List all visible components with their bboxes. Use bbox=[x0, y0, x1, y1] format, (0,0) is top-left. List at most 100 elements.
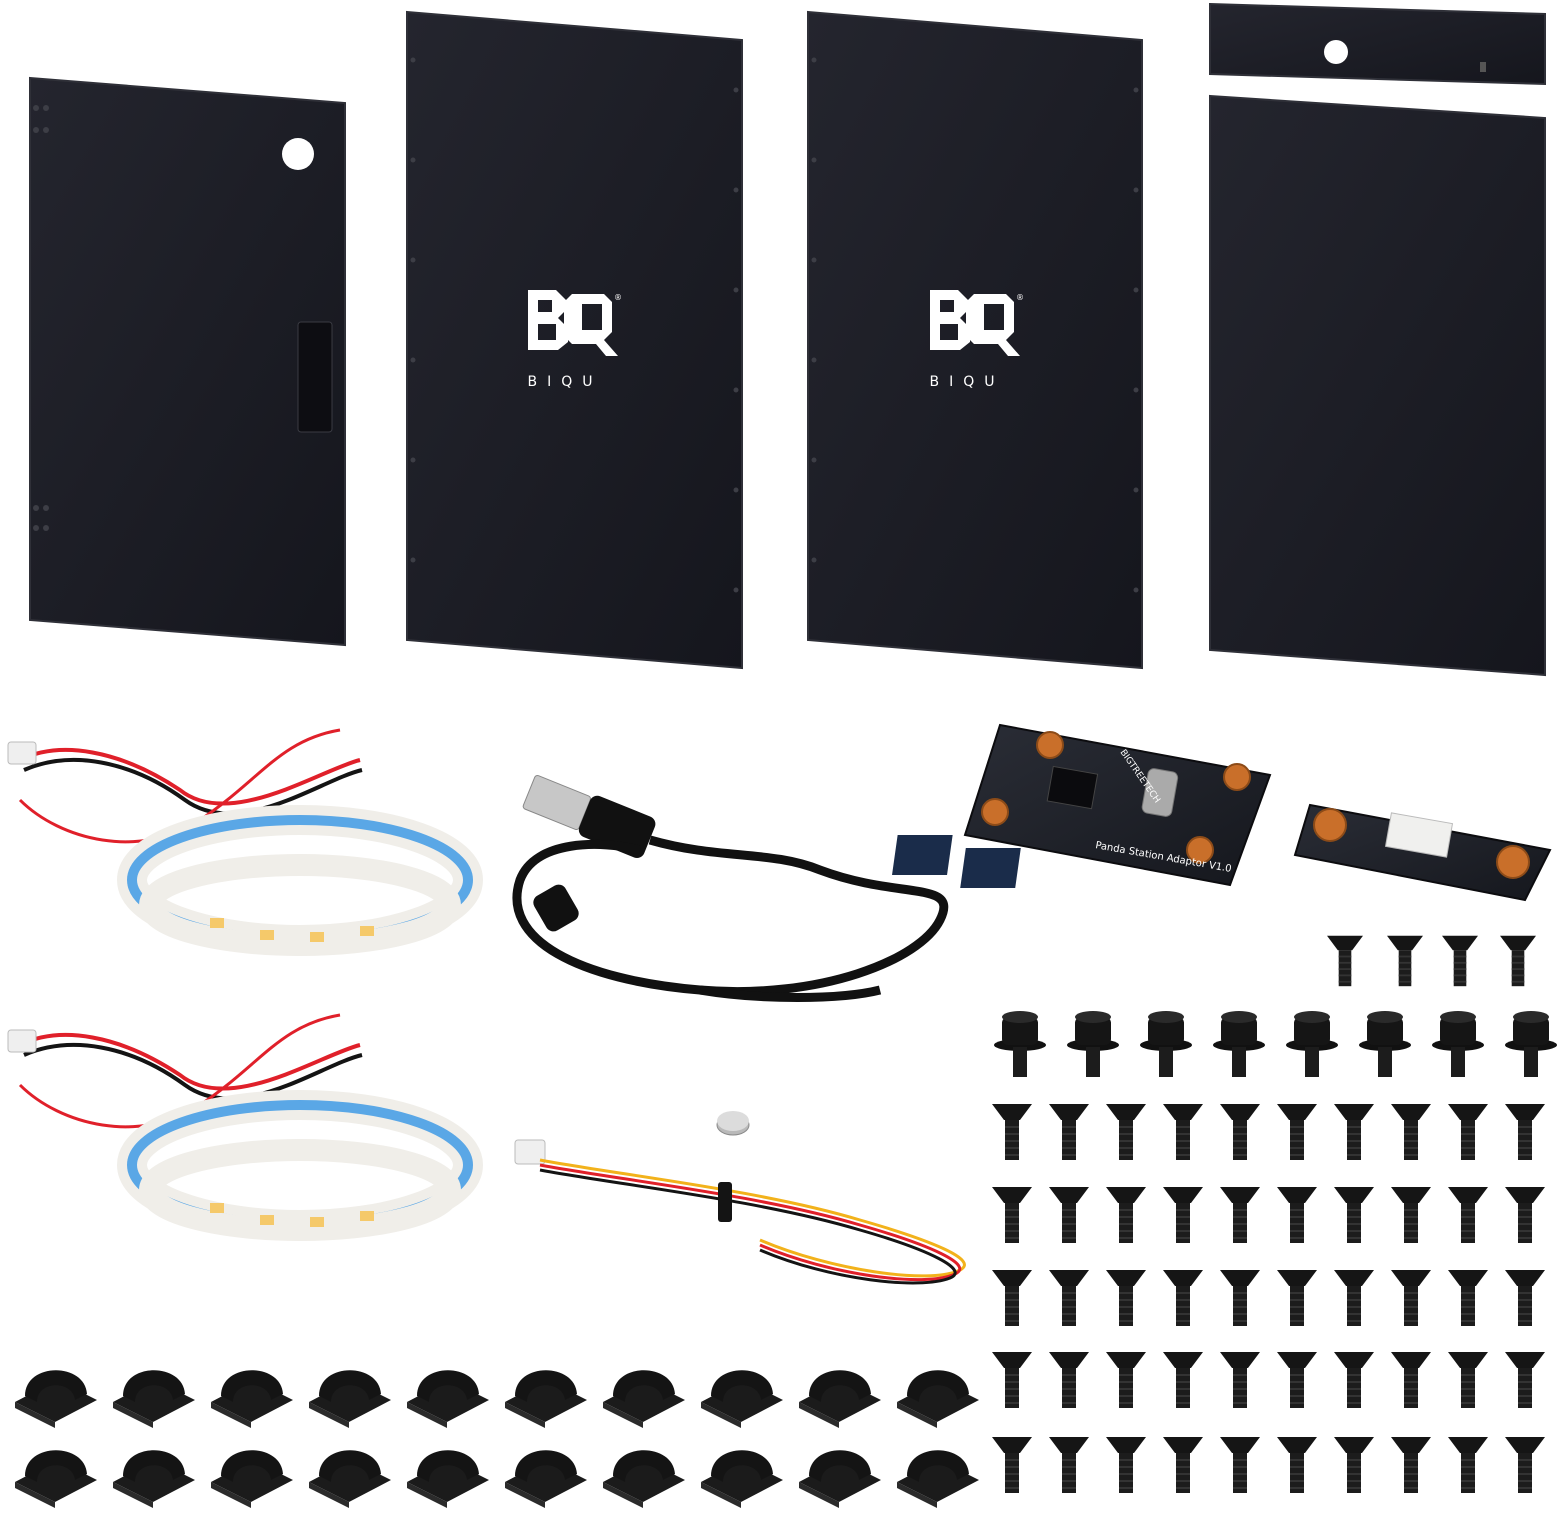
screw-icon bbox=[1505, 1352, 1545, 1408]
screw-icon bbox=[1220, 1104, 1260, 1160]
screw-icon bbox=[1505, 1104, 1545, 1160]
screw-icon bbox=[1505, 1270, 1545, 1326]
back-panel bbox=[1209, 94, 1546, 677]
cable-clip-icon bbox=[113, 1370, 195, 1428]
screw-icon bbox=[1277, 1104, 1317, 1160]
screw-icon bbox=[1387, 935, 1423, 987]
screw-icon bbox=[1432, 1011, 1484, 1077]
screw-icon bbox=[992, 1270, 1032, 1326]
screw-icon bbox=[1448, 1104, 1488, 1160]
brand-wordmark: BIQU bbox=[528, 374, 603, 390]
magnet-icon bbox=[716, 1111, 750, 1136]
cable-clip-icon bbox=[309, 1370, 391, 1428]
screw-icon bbox=[1106, 1437, 1146, 1493]
screw-icon bbox=[1163, 1187, 1203, 1243]
cable-clip-icon bbox=[309, 1450, 391, 1508]
screw-icon bbox=[1334, 1104, 1374, 1160]
screw-icon bbox=[1448, 1352, 1488, 1408]
screw-icon bbox=[1049, 1352, 1089, 1408]
cable-clip-icon bbox=[211, 1450, 293, 1508]
screw-icon bbox=[1505, 1011, 1557, 1077]
screw-icon bbox=[992, 1437, 1032, 1493]
screw-icon bbox=[1220, 1187, 1260, 1243]
screw-icon bbox=[1106, 1270, 1146, 1326]
screw-icon bbox=[1334, 1270, 1374, 1326]
screw-icon bbox=[1391, 1270, 1431, 1326]
adaptor-board: Panda Station Adaptor V1.0 BIGTREETECH bbox=[892, 723, 1272, 888]
side-panel-left: ® BIQU bbox=[406, 10, 743, 670]
screw-icon bbox=[1106, 1352, 1146, 1408]
cable-clip-icon bbox=[505, 1370, 587, 1428]
led-strip-icon bbox=[7, 1013, 483, 1241]
screw-icon bbox=[1277, 1187, 1317, 1243]
screw-icon bbox=[1163, 1104, 1203, 1160]
screw-icon bbox=[1391, 1187, 1431, 1243]
screw-icon bbox=[1334, 1187, 1374, 1243]
cable-clip-icon bbox=[701, 1370, 783, 1428]
screw-icon bbox=[1334, 1352, 1374, 1408]
screw-icon bbox=[1505, 1437, 1545, 1493]
cable-clip-icon bbox=[799, 1450, 881, 1508]
cable-clip-icon bbox=[211, 1370, 293, 1428]
side-panel-right: ® BIQU bbox=[807, 10, 1143, 670]
cable-clip-icon bbox=[799, 1370, 881, 1428]
screw-icon bbox=[1140, 1011, 1192, 1077]
cable-clip-icon bbox=[15, 1370, 97, 1428]
screw-icon bbox=[1213, 1011, 1265, 1077]
screw-icon bbox=[1442, 935, 1478, 987]
screw-icon bbox=[1049, 1270, 1089, 1326]
screw-icon bbox=[1106, 1104, 1146, 1160]
bq-logo-icon: ® bbox=[930, 290, 1024, 356]
screw-icon bbox=[1391, 1104, 1431, 1160]
screw-icon bbox=[1049, 1437, 1089, 1493]
screw-set bbox=[992, 935, 1557, 1493]
screw-icon bbox=[1220, 1437, 1260, 1493]
screw-icon bbox=[1391, 1437, 1431, 1493]
screw-icon bbox=[1106, 1187, 1146, 1243]
cable-clip-icon bbox=[407, 1450, 489, 1508]
screw-icon bbox=[1049, 1104, 1089, 1160]
cable-clip-icon bbox=[897, 1370, 979, 1428]
cable-clip-icon bbox=[603, 1450, 685, 1508]
screw-icon bbox=[1163, 1352, 1203, 1408]
screw-icon bbox=[1163, 1437, 1203, 1493]
cable-clip-icon bbox=[603, 1370, 685, 1428]
registered-mark: ® bbox=[614, 293, 622, 302]
screw-icon bbox=[1448, 1270, 1488, 1326]
door-panel bbox=[29, 76, 346, 647]
bq-logo-icon: ® bbox=[528, 290, 622, 356]
screw-icon bbox=[1286, 1011, 1338, 1077]
screw-icon bbox=[1327, 935, 1363, 987]
cable-clip-icon bbox=[505, 1450, 587, 1508]
cable-clip-icon bbox=[113, 1450, 195, 1508]
usb-cable-icon bbox=[512, 775, 949, 1002]
screw-icon bbox=[1448, 1437, 1488, 1493]
screw-icon bbox=[1067, 1011, 1119, 1077]
screw-icon bbox=[1500, 935, 1536, 987]
screw-icon bbox=[992, 1352, 1032, 1408]
screw-icon bbox=[1220, 1270, 1260, 1326]
screw-icon bbox=[1505, 1187, 1545, 1243]
sensor-cable bbox=[514, 1139, 966, 1285]
registered-mark: ® bbox=[1016, 293, 1024, 302]
screw-icon bbox=[1391, 1352, 1431, 1408]
cable-clip-set bbox=[15, 1370, 979, 1508]
screw-icon bbox=[1277, 1437, 1317, 1493]
cable-clip-icon bbox=[701, 1450, 783, 1508]
screw-icon bbox=[1277, 1352, 1317, 1408]
led-strip-icon bbox=[7, 728, 483, 956]
screw-icon bbox=[1277, 1270, 1317, 1326]
screw-icon bbox=[994, 1011, 1046, 1077]
top-strip-panel bbox=[1209, 2, 1546, 86]
screw-icon bbox=[1220, 1352, 1260, 1408]
screw-icon bbox=[1334, 1437, 1374, 1493]
small-board bbox=[1293, 803, 1552, 902]
screw-icon bbox=[992, 1104, 1032, 1160]
cable-clip-icon bbox=[407, 1370, 489, 1428]
screw-icon bbox=[992, 1187, 1032, 1243]
screw-icon bbox=[1359, 1011, 1411, 1077]
cable-clip-icon bbox=[897, 1450, 979, 1508]
screw-icon bbox=[1049, 1187, 1089, 1243]
cable-clip-icon bbox=[15, 1450, 97, 1508]
